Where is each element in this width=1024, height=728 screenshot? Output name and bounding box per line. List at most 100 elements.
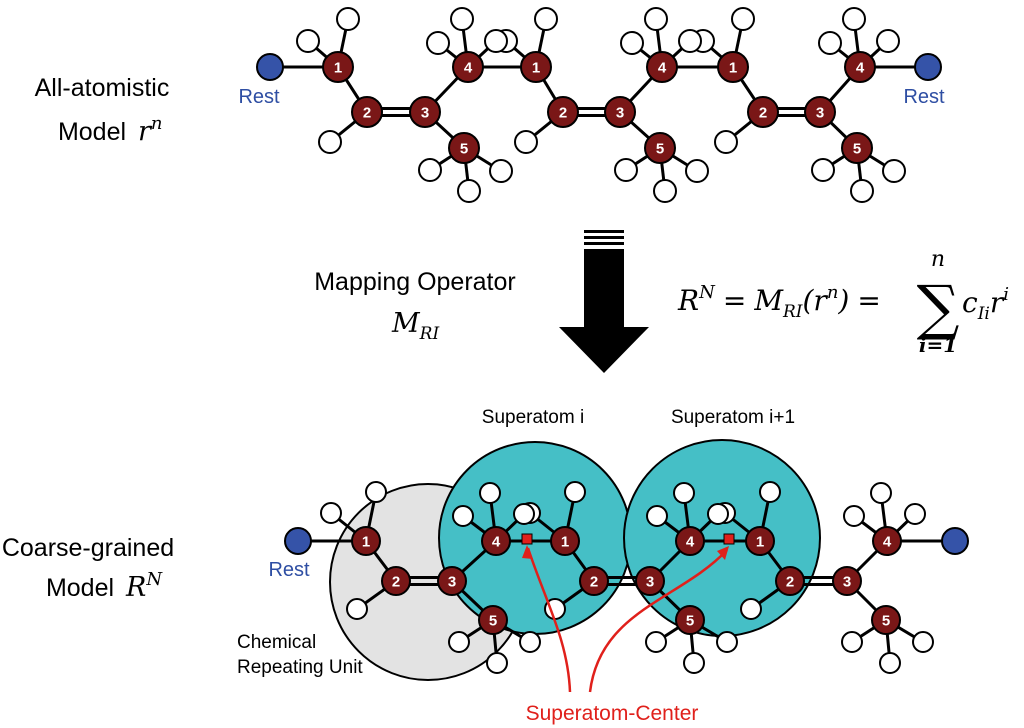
carbon-number: 4 [464,60,473,77]
carbon-atom [452,51,484,83]
carbon-number: 5 [686,613,694,630]
carbon-atom [520,51,552,83]
carbon-number: 5 [882,613,890,630]
carbon-atom [448,132,480,164]
cru-label-line2: Repeating Unit [237,657,363,678]
carbon-number: 2 [392,574,400,591]
superatom-i1-label: Superatom i+1 [671,407,795,428]
hydrogen-atom [685,159,709,183]
hydrogen-atom [841,631,863,653]
svg-text:∑: ∑ [917,273,960,343]
carbon-atom [644,132,676,164]
top-model-label-line2: Model [58,118,126,146]
carbon-number: 4 [492,534,501,551]
mapping-operator-symbol: MRI [391,308,439,344]
top-rest-left-label: Rest [238,86,280,108]
hydrogen-atom [707,503,729,525]
carbon-atom [635,566,665,596]
bottom-rest-left-label: Rest [268,559,310,581]
carbon-number: 1 [729,60,737,77]
hydrogen-atom [644,7,668,31]
carbon-atom [437,566,467,596]
carbon-number: 1 [334,60,342,77]
hydrogen-atom [811,158,835,182]
carbon-number: 4 [883,534,892,551]
hydrogen-atom [450,7,474,31]
carbon-atom [381,566,411,596]
superatom-i1-circle [623,439,821,637]
carbon-number: 1 [532,60,540,77]
carbon-number: 4 [686,534,695,551]
carbon-atom [478,605,508,635]
hydrogen-atom [513,503,535,525]
hydrogen-atom [904,503,926,525]
hydrogen-atom [843,505,865,527]
carbon-atom [717,51,749,83]
mapping-equation: RN=MRI(rn)= n ∑ i=1 cIiri [677,247,1009,357]
carbon-atom [409,96,441,128]
hydrogen-atom [320,502,342,524]
svg-text:cIiri: cIiri [962,284,1009,324]
hydrogen-atom [759,481,781,503]
hydrogen-atom [534,7,558,31]
carbon-number: 4 [658,60,667,77]
hydrogen-atom [842,7,866,31]
hydrogen-atom [850,179,874,203]
hydrogen-atom [318,130,342,154]
hydrogen-atom [336,7,360,31]
carbon-number: 2 [559,105,567,122]
hydrogen-atom [870,482,892,504]
hydrogen-atom [365,481,387,503]
carbon-atom [747,96,779,128]
hydrogen-atom [489,159,513,183]
svg-text:i=1: i=1 [919,333,957,357]
hydrogen-atom [514,130,538,154]
carbon-number: 5 [460,141,468,158]
superatom-center-label: Superatom-Center [526,702,699,725]
cru-label-line1: Chemical [237,632,316,653]
hydrogen-atom [714,130,738,154]
carbon-number: 1 [561,534,569,551]
side-bond-layer [423,110,859,150]
carbon-number: 4 [856,60,865,77]
carbon-atom [844,51,876,83]
mapping-arrow [559,230,649,373]
carbon-number: 1 [362,534,370,551]
carbon-number: 5 [853,141,861,158]
carbon-atom [775,566,805,596]
hydrogen-atom [731,7,755,31]
carbon-atom [745,526,775,556]
hydrogen-atom [486,652,508,674]
hydrogen-atom [452,505,474,527]
carbon-atom [841,132,873,164]
superatom-center-arrowhead-left [522,545,533,559]
carbon-number: 2 [590,574,598,591]
hydrogen-atom [678,29,702,53]
hydrogen-atom [620,31,644,55]
hydrogen-atom [484,29,508,53]
rest-atom [256,53,284,81]
bottom-model-variable: RN [125,569,163,603]
carbon-number: 2 [363,105,371,122]
carbon-atom [871,605,901,635]
top-rest-right-label: Rest [903,86,945,108]
superatom-center-i-marker [521,533,533,545]
superatom-center-i1-marker [723,533,735,545]
hydrogen-atom [645,631,667,653]
carbon-atom [872,526,902,556]
carbon-number: 3 [448,574,456,591]
hydrogen-atom [882,159,906,183]
carbon-atom [550,526,580,556]
carbon-atom [675,526,705,556]
hydrogen-atom [716,631,738,653]
carbon-atom [351,526,381,556]
superatom-i-circle [438,441,632,635]
carbon-atom [646,51,678,83]
mapping-operator-label: Mapping Operator [314,268,516,296]
carbon-number: 5 [489,613,497,630]
hydrogen-atom [879,652,901,674]
hydrogen-atom [426,31,450,55]
